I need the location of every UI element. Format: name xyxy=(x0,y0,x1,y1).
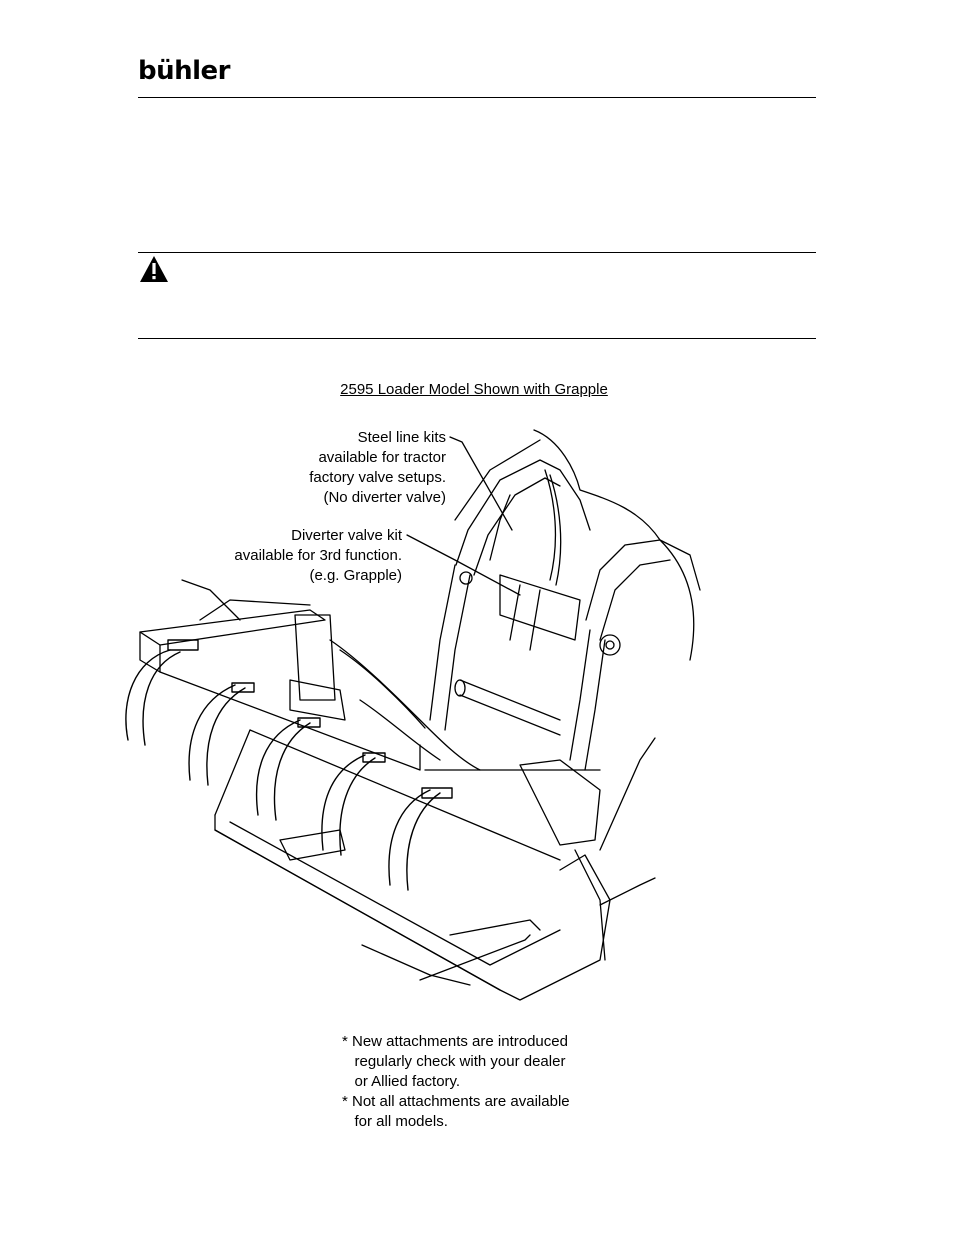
figure-caption: 2595 Loader Model Shown with Grapple xyxy=(340,381,608,398)
note-line: * New attachments are introduced xyxy=(342,1033,568,1050)
bucket xyxy=(214,729,611,1001)
note-line: * Not all attachments are available xyxy=(342,1093,570,1110)
attachment-notes: * New attachments are introduced regular… xyxy=(342,1032,570,1132)
brand-logo: bühler xyxy=(138,56,231,86)
callout-diverter-valve-kit: Diverter valve kit available for 3rd fun… xyxy=(234,527,402,584)
note-line: for all models. xyxy=(342,1113,448,1130)
loader-arms xyxy=(429,459,701,771)
warning-bottom-rule xyxy=(138,338,816,339)
hoses xyxy=(329,469,562,771)
header-rule xyxy=(138,97,816,98)
callout-steel-line-kits: Steel line kits available for tractor fa… xyxy=(309,429,446,506)
note-line: regularly check with your dealer xyxy=(342,1053,566,1070)
cross-tube xyxy=(454,574,581,736)
grapple-tines xyxy=(125,639,453,891)
warning-triangle-icon xyxy=(140,256,168,282)
leader-lines xyxy=(181,436,656,986)
warning-top-rule xyxy=(138,252,816,253)
grapple-frame xyxy=(139,599,601,846)
tractor-outline xyxy=(454,429,695,661)
note-line: or Allied factory. xyxy=(342,1073,461,1090)
